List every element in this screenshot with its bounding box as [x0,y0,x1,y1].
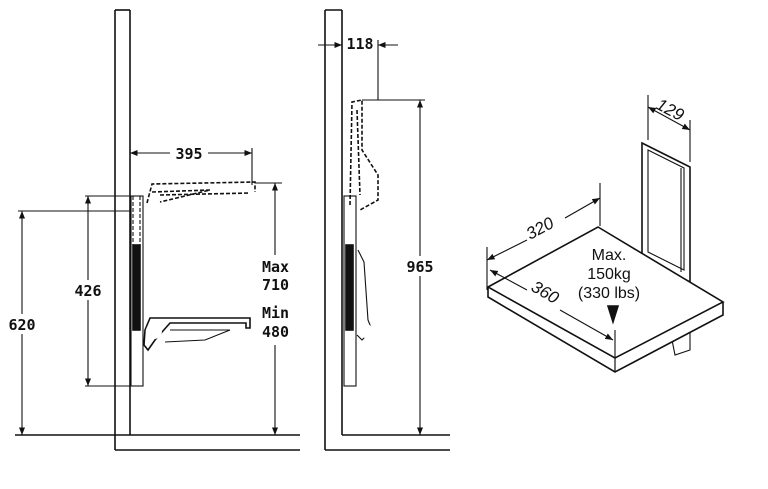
rail-dashed [132,196,141,250]
seat-raised-dashed [146,181,256,204]
folded-side-view: 118 965 [318,9,450,451]
load-line-3: (330 lbs) [578,285,640,302]
seat-hinge [146,323,162,339]
seat-width-dimension [559,309,614,341]
folded-height-label: 965 [406,258,433,276]
backrest-width-dimension [647,106,691,131]
seat-depth-dimension [486,239,528,261]
seat-bracket [164,329,231,343]
max-label: Max [262,258,289,276]
seat-folded [356,249,373,341]
seat-depth-label: 320 [523,213,557,243]
seat-top [486,226,725,359]
backrest-width-label: 129 [653,95,687,125]
rail-slot [345,244,354,331]
isometric-view: 129 320 360 Max. 150kg (330 lbs) [486,95,725,373]
load-line-1: Max. [592,247,627,264]
left-side-view: 395 Max 710 Min 480 426 620 [4,9,300,451]
seat-depth-dimension [564,197,601,219]
seat-lowered [143,317,251,352]
max-value: 710 [262,276,289,294]
backrest-inner [647,149,685,271]
load-line-2: 150kg [587,266,631,283]
wall-rail [130,195,144,387]
load-arrow-icon [606,305,620,325]
seat-width-dimension [489,269,528,291]
min-label: Min [262,304,289,322]
depth-label: 395 [175,145,202,163]
mount-height-label: 620 [8,316,35,334]
seat-hinge [359,324,373,338]
rail-height-label: 426 [74,282,101,300]
folded-depth-label: 118 [346,35,373,53]
rail-slot [132,244,141,331]
seat-raised-dashed [349,99,379,211]
min-value: 480 [262,323,289,341]
